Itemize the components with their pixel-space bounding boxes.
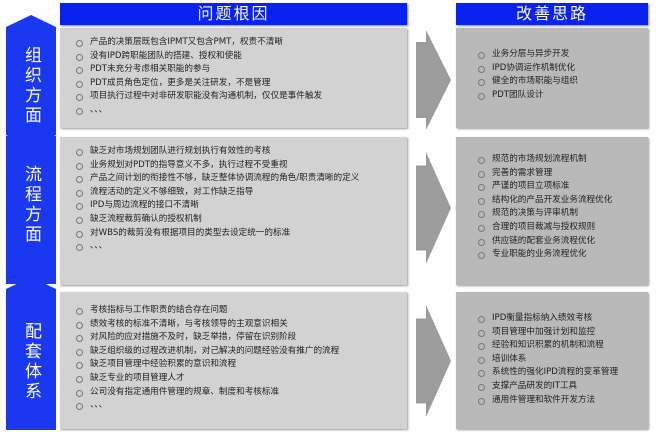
improvement-item: IPD协调运作机制优化 <box>470 62 644 76</box>
problems-panel-process: 缺乏对市场规划团队进行规划执行有效性的考核业务规划对PDT的指导意义不多，执行过… <box>60 137 407 285</box>
section-label-text: 流程方面 <box>21 165 41 245</box>
problem-item: 没有IPD跨职能团队的搭建、授权和使能 <box>68 50 401 64</box>
improvement-item: PDT团队设计 <box>470 89 644 103</box>
improvement-item: 完善的需求管理 <box>470 167 644 181</box>
problem-item: PDT成员角色定位，更多是关注研发，不是管理 <box>68 77 401 91</box>
arrow-right-icon <box>416 30 451 130</box>
problem-item: 流程活动的定义不够细致，对工作缺乏指导 <box>68 186 401 200</box>
problem-item: 、、、 <box>68 240 401 254</box>
section-label-support: 配套体系 <box>6 277 56 430</box>
problem-item: 绩效考核的标准不清晰，与考核领导的主观意识相关 <box>68 318 401 332</box>
arrow-right-icon <box>416 305 451 417</box>
problem-item: 业务规划对PDT的指导意义不多，执行过程不受重视 <box>68 159 401 173</box>
problems-panel-org: 产品的决策层既包含IPMT又包含PMT，权责不清晰没有IPD跨职能团队的搭建、授… <box>60 28 407 128</box>
improvement-item: 项目管理中加强计划和监控 <box>470 326 644 340</box>
improvement-item: 严谨的项目立项标准 <box>470 180 644 194</box>
section-label-text: 组织方面 <box>21 46 41 126</box>
section-label-org: 组织方面 <box>6 15 56 135</box>
improvement-item: 支撑产品研发的IT工具 <box>470 380 644 394</box>
improvements-panel-process: 规范的市场规划流程机制完善的需求管理严谨的项目立项标准结构化的产品开发业务流程优… <box>456 137 648 285</box>
section-label-process: 流程方面 <box>6 124 56 284</box>
problem-item: 缺乏流程裁剪确认的授权机制 <box>68 213 401 227</box>
problem-item: 缺乏项目管理中经验积累的意识和流程 <box>68 358 401 372</box>
problem-item: 项目执行过程中对非研发职能没有沟通机制，仅仅是事件触发 <box>68 90 401 104</box>
header-improvements: 改善思路 <box>456 3 648 25</box>
improvement-item: 供应链的配套业务流程优化 <box>470 235 644 249</box>
improvement-item: 业务分层与异步开发 <box>470 48 644 62</box>
problem-item: 、、、 <box>68 104 401 118</box>
improvement-item: 培训体系 <box>470 353 644 367</box>
problem-item: 产品之间计划的衔接性不够，缺乏整体协调流程的角色/职责清晰的定义 <box>68 172 401 186</box>
improvements-panel-support: IPD衡量指标纳入绩效考核项目管理中加强计划和监控经验和知识积累的机制和流程培训… <box>456 292 648 429</box>
problem-item: 对风险的应对措施不及时，缺乏举措，停留在识别阶段 <box>68 331 401 345</box>
problems-panel-support: 考核指标与工作职责的结合存在问题绩效考核的标准不清晰，与考核领导的主观意识相关对… <box>60 292 407 429</box>
improvement-item: 规范的决策与评审机制 <box>470 207 644 221</box>
improvement-item: 规范的市场规划流程机制 <box>470 153 644 167</box>
improvement-item: 健全的市场职能与组织 <box>470 75 644 89</box>
improvement-item: 系统性的强化IPD流程的变革管理 <box>470 366 644 380</box>
improvement-item: 结构化的产品开发业务流程优化 <box>470 194 644 208</box>
problem-item: PDT未充分考虑相关职能的参与 <box>68 63 401 77</box>
section-label-text: 配套体系 <box>21 322 41 402</box>
improvement-item: 合理的项目裁减与授权规则 <box>470 221 644 235</box>
problem-item: IPD与周边流程的接口不清晰 <box>68 199 401 213</box>
arrow-right-icon <box>416 152 451 264</box>
improvement-item: IPD衡量指标纳入绩效考核 <box>470 312 644 326</box>
problem-item: 缺乏专业的项目管理人才 <box>68 372 401 386</box>
problem-item: 公司没有指定通用件管理的规章、制度和考核标准 <box>68 386 401 400</box>
problem-item: 对WBS的裁剪没有根据项目的类型去设定统一的标准 <box>68 227 401 241</box>
problem-item: 考核指标与工作职责的结合存在问题 <box>68 304 401 318</box>
problem-item: 产品的决策层既包含IPMT又包含PMT，权责不清晰 <box>68 36 401 50</box>
problem-item: 缺乏对市场规划团队进行规划执行有效性的考核 <box>68 145 401 159</box>
improvement-item: 经验和知识积累的机制和流程 <box>470 339 644 353</box>
improvement-item: 通用件管理和软件开发方法 <box>470 394 644 408</box>
problem-item: 缺乏组织级的过程改进机制，对己解决的问题经验没有推广的流程 <box>68 345 401 359</box>
improvement-item: 专业职能的业务流程优化 <box>470 248 644 262</box>
header-root-causes: 问题根因 <box>60 3 407 25</box>
problem-item: 、、、 <box>68 399 401 413</box>
